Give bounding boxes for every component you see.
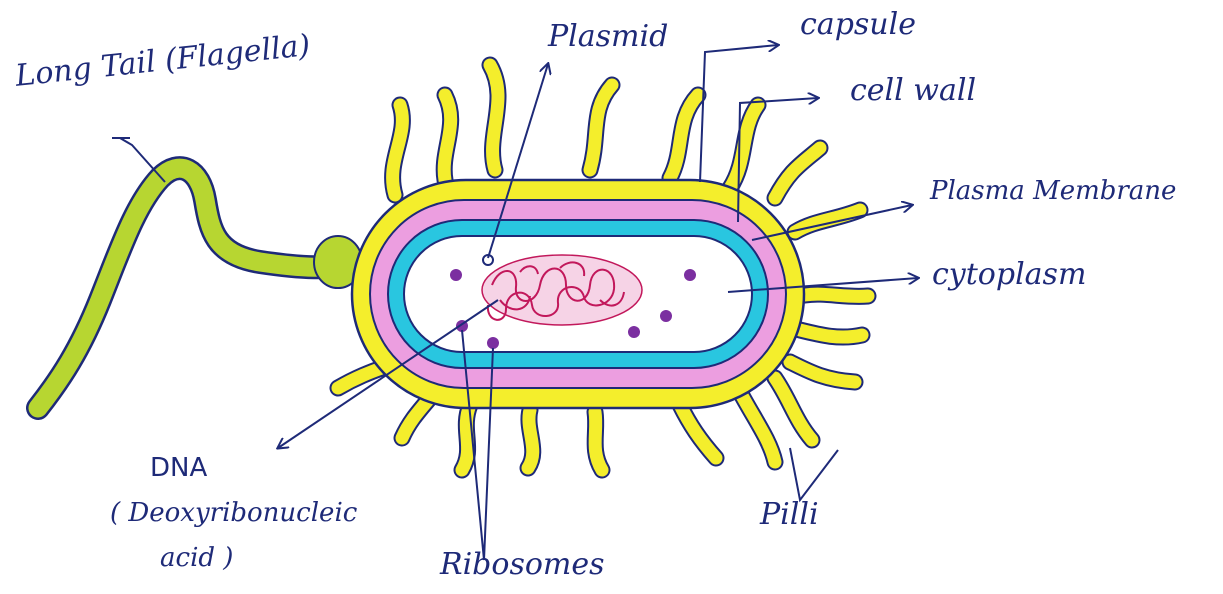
label-dna-acid: acid ) bbox=[160, 545, 233, 571]
label-cytoplasm: cytoplasm bbox=[932, 260, 1086, 290]
ribosome bbox=[450, 269, 462, 281]
label-pilli: Pilli bbox=[760, 500, 819, 530]
ribosome bbox=[660, 310, 672, 322]
flagellum bbox=[38, 168, 362, 408]
label-dna: DNA bbox=[150, 455, 207, 481]
ribosome bbox=[628, 326, 640, 338]
dna-nucleoid bbox=[482, 255, 642, 325]
label-cell-wall: cell wall bbox=[850, 76, 976, 106]
label-dna-fullname: ( Deoxyribonucleic bbox=[110, 500, 357, 526]
label-plasmid: Plasmid bbox=[548, 22, 668, 52]
ribosome bbox=[487, 337, 499, 349]
pilli-leader bbox=[790, 448, 838, 500]
label-ribosomes: Ribosomes bbox=[440, 550, 605, 580]
label-plasma-membrane: Plasma Membrane bbox=[930, 178, 1176, 204]
label-capsule: capsule bbox=[800, 10, 916, 40]
ribosome bbox=[684, 269, 696, 281]
